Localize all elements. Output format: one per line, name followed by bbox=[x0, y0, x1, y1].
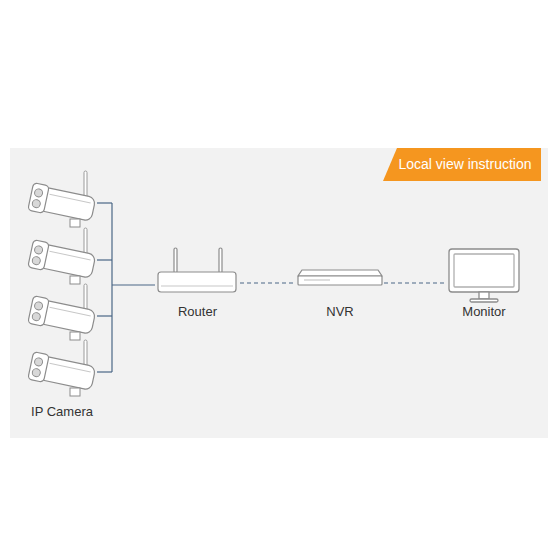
device-node: Router bbox=[155, 245, 240, 320]
network-link bbox=[240, 283, 296, 284]
device-label: Router bbox=[155, 304, 240, 320]
device-label: Monitor bbox=[444, 304, 524, 320]
network-link bbox=[384, 283, 444, 284]
device-node: Monitor bbox=[444, 244, 524, 320]
device-node: IP Camera bbox=[22, 160, 112, 420]
device-label: NVR bbox=[296, 304, 384, 320]
network-link bbox=[112, 285, 155, 286]
device-node: NVR bbox=[296, 262, 384, 320]
background-panel bbox=[10, 148, 548, 438]
device-label: IP Camera bbox=[22, 404, 112, 420]
title-tab: Local view instruction bbox=[383, 148, 541, 181]
